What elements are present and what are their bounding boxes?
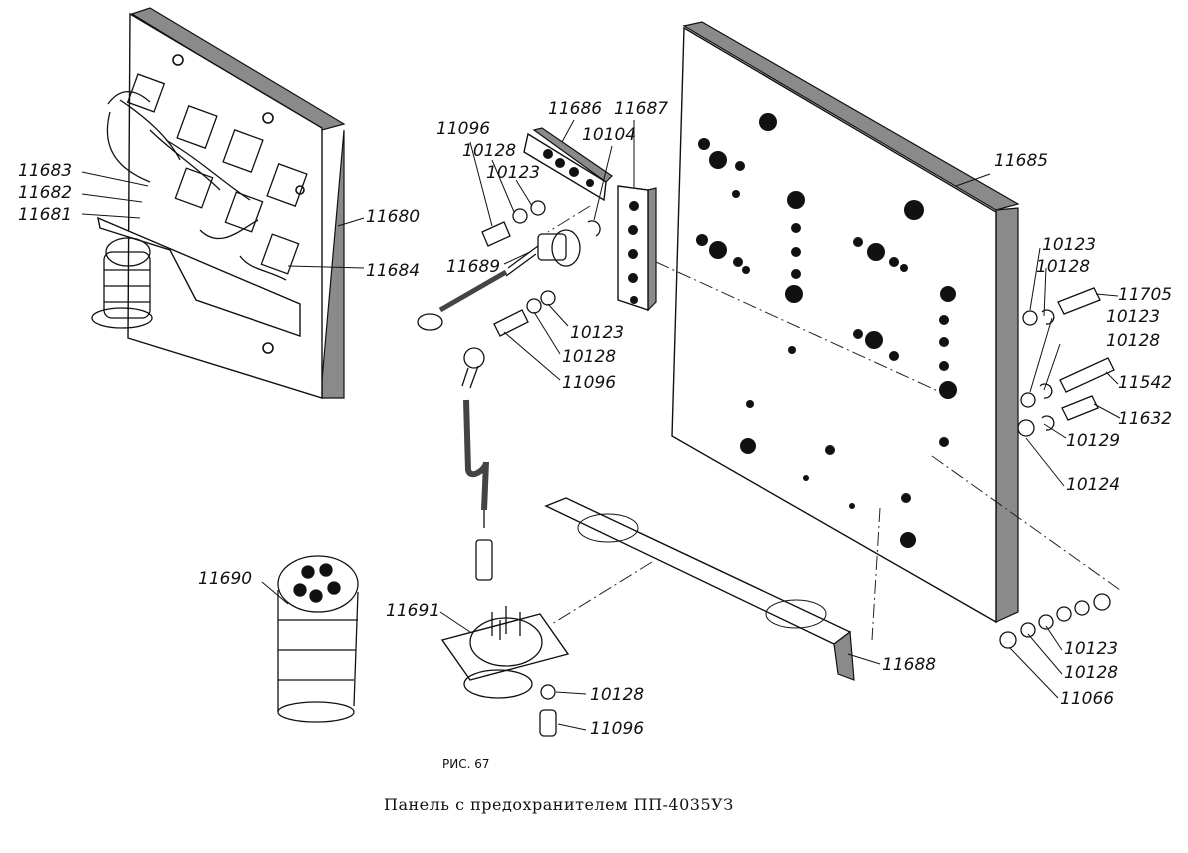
panel-hole [849,503,855,509]
callout-c11: 11687 [614,99,668,119]
callout-c12: 11689 [446,257,500,277]
callout-c4: 11680 [366,207,420,227]
terminal-strip-11687 [617,185,657,312]
fuse-holder-11689 [417,229,581,331]
panel-hole [696,234,708,246]
callout-c24: 10129 [1066,431,1120,451]
leader-lines [81,119,1121,731]
terminal-strip-11686 [523,127,613,202]
callout-c21: 10128 [1106,331,1160,351]
callout-c15: 11096 [562,373,616,393]
panel-hole [803,475,809,481]
panel-hole [746,400,754,408]
callout-c13: 10123 [570,323,624,343]
panel-hole [791,247,801,257]
callout-c6: 11096 [436,119,490,139]
panel-hole [889,351,899,361]
callout-labels: 11683 11682 11681 11680 11684 11096 1012… [18,99,1172,739]
callout-c32: 10128 [1064,663,1118,683]
panel-hole [791,223,801,233]
panel-hole [939,337,949,347]
connector-socket-11691 [440,606,570,737]
panel-hole [787,191,805,209]
callout-c29: 10128 [590,685,644,705]
panel-hole [853,237,863,247]
panel-hole [904,200,924,220]
callout-c8: 10123 [486,163,540,183]
panel-hole [867,243,885,261]
panel-hole [900,532,916,548]
callout-c31: 10123 [1064,639,1118,659]
callout-c20: 10123 [1106,307,1160,327]
panel-hole [900,264,908,272]
callout-c28: 11688 [882,655,936,675]
right-hardware [999,287,1115,649]
callout-c26: 11690 [198,569,252,589]
panel-hole [939,315,949,325]
callout-c27: 11691 [386,601,440,621]
callout-c22: 11542 [1118,373,1172,393]
panel-hole [698,138,710,150]
wire-lug [461,347,493,581]
callout-c14: 10128 [562,347,616,367]
panel-hole [709,151,727,169]
panel-hole [732,190,740,198]
callout-c7: 10128 [462,141,516,161]
callout-c2: 11682 [18,183,72,203]
panel-hole [740,438,756,454]
callout-c25: 10124 [1066,475,1120,495]
callout-c9: 11686 [548,99,602,119]
panel-hole [901,493,911,503]
panel-hole [733,257,743,267]
callout-c10: 10104 [582,125,636,145]
callout-c30: 11096 [590,719,644,739]
panel-hole [939,381,957,399]
large-panel [671,21,1020,624]
panel-hole [939,361,949,371]
panel-hole [853,329,863,339]
panel-hole [742,266,750,274]
callout-c5: 11684 [366,261,420,281]
panel-hole [791,269,801,279]
panel-hole [940,286,956,302]
panel-hole [735,161,745,171]
callout-c33: 11066 [1060,689,1114,709]
bracket-11688 [544,497,855,681]
callout-c1: 11683 [18,161,72,181]
panel-hole [865,331,883,349]
callout-c19: 11705 [1118,285,1172,305]
panel-hole [825,445,835,455]
figure-caption: Панель с предохранителем ПП-4035УЗ [384,795,734,814]
assembled-panel [91,7,346,399]
callout-c23: 11632 [1118,409,1172,429]
panel-hole [939,437,949,447]
panel-hole [759,113,777,131]
panel-hole [889,257,899,267]
assembly-lines [547,205,1121,641]
panel-hole [709,241,727,259]
panel-hole [788,346,796,354]
panel-hole [785,285,803,303]
connector-11690 [277,555,359,723]
callout-c18: 10128 [1036,257,1090,277]
middle-hardware [481,200,601,337]
figure-label: РИС. 67 [442,757,490,771]
callout-c16: 11685 [994,151,1048,171]
callout-c17: 10123 [1042,235,1096,255]
callout-c3: 11681 [18,205,72,225]
